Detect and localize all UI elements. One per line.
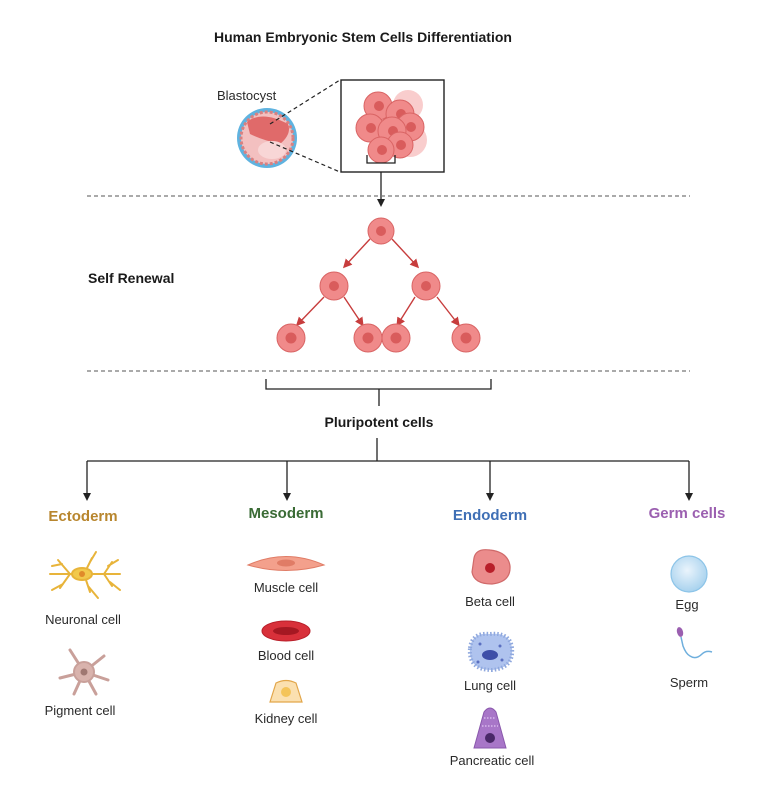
stem-cell — [411, 271, 441, 301]
germ-layer-endoderm: Endoderm — [453, 507, 527, 524]
self-renewal-tree — [276, 217, 481, 353]
blood-cell-icon — [261, 620, 311, 642]
inner-cell-mass-cluster — [355, 90, 427, 164]
stem-cell — [319, 271, 349, 301]
egg-icon — [670, 555, 708, 593]
pancreatic-cell-icon — [473, 707, 507, 749]
pigment-cell-icon — [58, 648, 110, 696]
stem-cell — [381, 323, 411, 353]
lung-cell-icon — [467, 631, 515, 673]
stem-cell — [276, 323, 306, 353]
cell-label-pancreatic: Pancreatic cell — [450, 753, 535, 768]
neuronal-cell-icon — [49, 551, 121, 599]
blastocyst-icon — [237, 108, 297, 168]
stem-cell — [451, 323, 481, 353]
cell-label-egg: Egg — [675, 597, 698, 612]
page-title: Human Embryonic Stem Cells Differentiati… — [214, 29, 512, 45]
selection-bracket — [366, 155, 396, 164]
cell-label-lung: Lung cell — [464, 678, 516, 693]
germ-layer-branches — [83, 438, 693, 501]
beta-cell-icon — [471, 549, 511, 585]
zoom-lines — [269, 79, 341, 173]
germ-layer-ectoderm: Ectoderm — [48, 508, 117, 525]
cell-label-sperm: Sperm — [670, 675, 708, 690]
germ-layer-mesoderm: Mesoderm — [248, 505, 323, 522]
stem-cell — [367, 217, 395, 245]
cell-label-neuronal: Neuronal cell — [45, 612, 121, 627]
cell-label-pigment: Pigment cell — [45, 703, 116, 718]
kidney-cell-icon — [269, 679, 303, 703]
cell-label-kidney: Kidney cell — [255, 711, 318, 726]
muscle-cell-icon — [246, 556, 326, 571]
sperm-icon — [676, 627, 713, 659]
cell-label-beta: Beta cell — [465, 594, 515, 609]
cell-label-muscle: Muscle cell — [254, 580, 318, 595]
pluripotent-bracket — [265, 379, 492, 406]
blastocyst-label: Blastocyst — [217, 88, 277, 103]
self-renewal-label: Self Renewal — [88, 270, 174, 286]
cell-label-blood: Blood cell — [258, 648, 314, 663]
stem-cell — [353, 323, 383, 353]
germ-layer-germ-cells: Germ cells — [649, 505, 726, 522]
pluripotent-label: Pluripotent cells — [325, 414, 434, 430]
